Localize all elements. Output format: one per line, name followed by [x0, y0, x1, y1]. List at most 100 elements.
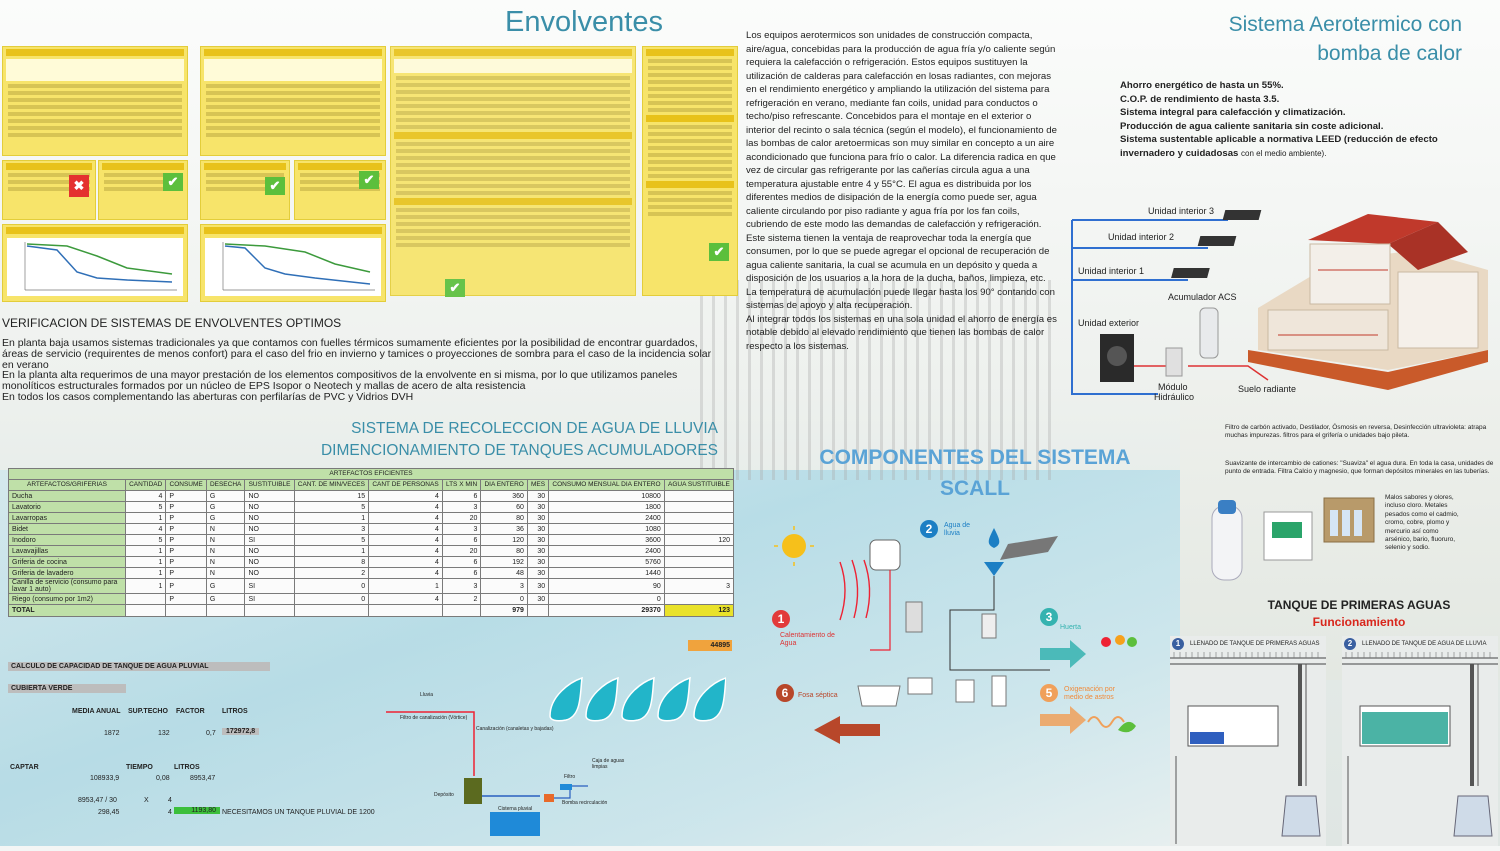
benefit-item: C.O.P. de rendimiento de hasta 3.5.	[1120, 93, 1280, 105]
table-cell: 0	[548, 593, 665, 605]
table-cell: 20	[441, 512, 482, 524]
label-unidad-interior-3: Unidad interior 3	[1148, 206, 1215, 216]
envolventes-paragraph: En todos los casos complementando las ab…	[2, 390, 414, 403]
table-cell: 30	[526, 578, 550, 594]
label-modulo: Módulo	[1158, 382, 1188, 392]
table-row-label: Canilla de servicio (consumo para lavar …	[8, 578, 126, 594]
first-flush-tank-diagram	[1170, 636, 1326, 846]
check-icon: ✔	[445, 279, 465, 297]
table-cell: SI	[244, 534, 295, 546]
table-cell: 36	[480, 523, 528, 535]
label-unidad-interior-2: Unidad interior 2	[1108, 232, 1175, 242]
table-row-label: Lavarropas	[8, 512, 126, 524]
table-cell: P	[165, 490, 207, 502]
table-cell: N	[205, 534, 246, 546]
table-cell: 1	[124, 512, 167, 524]
label-hidraulico: Hidráulico	[1154, 392, 1195, 402]
table-cell: 1	[293, 545, 370, 557]
scall-title-line1: COMPONENTES DEL SISTEMA	[819, 446, 1131, 469]
envolventes-heading: VERIFICACION DE SISTEMAS DE ENVOLVENTES …	[2, 316, 342, 330]
temperature-curve-chart-2	[222, 242, 375, 291]
envelope-sheet-3: ✔	[390, 46, 636, 297]
calc-value-factor: 0,7	[206, 730, 216, 737]
envelope-sheet-1-chart	[2, 224, 188, 302]
table-row-label: Riego (consumo por 1m2)	[8, 593, 126, 605]
scall-step-number: 6	[776, 684, 794, 702]
heat-pump-house-diagram	[1071, 210, 1488, 395]
aerotermico-paragraph: Este sistema tienen la ventaja de reapro…	[746, 232, 1055, 312]
scall-step-number: 3	[1040, 608, 1058, 626]
table-cell: 8	[293, 556, 370, 568]
table-cell	[441, 604, 482, 617]
table-cell	[663, 523, 735, 535]
table-cell: NO	[244, 556, 295, 568]
benefit-item: Producción de agua caliente sanitaria si…	[1120, 120, 1384, 132]
rain-harvest-diagram	[386, 711, 588, 836]
aerotermico-paragraph: Al integrar todos los sistemas en una so…	[746, 313, 1057, 352]
table-cell	[663, 545, 735, 557]
table-cell: NO	[244, 523, 295, 535]
tank-size-result: 1193,80	[174, 807, 220, 814]
table-cell	[663, 501, 735, 513]
table-column-header: CANTIDAD	[124, 479, 167, 491]
table-cell: 80	[480, 512, 528, 524]
table-cell: 30	[526, 567, 550, 579]
table-cell: 30	[526, 534, 550, 546]
table-cell: 4	[124, 490, 167, 502]
softener-description: Suavizante de intercambio de cationes: "…	[1225, 460, 1494, 476]
table-cell	[293, 604, 370, 617]
check-icon: ✔	[265, 177, 285, 195]
table-super-row: ARTEFACTOS EFICIENTES	[8, 468, 734, 480]
table-cell: 3	[480, 578, 528, 594]
table-cell: 1	[124, 578, 167, 594]
table-cell: 60	[480, 501, 528, 513]
table-cell: 6	[441, 490, 482, 502]
litros-value: 8953,47	[190, 775, 216, 782]
table-cell: 20	[441, 545, 482, 557]
table-cell: N	[205, 556, 246, 568]
schema-label: Depósito	[434, 792, 454, 798]
table-cell: 120	[663, 534, 735, 546]
rain-harvest-schema: Lluvia Filtro de canalización (Vórtice) …	[380, 686, 640, 842]
filter-description: Filtro de carbón activado, Destilador, Ó…	[1225, 424, 1487, 440]
table-cell: G	[205, 501, 246, 513]
table-column-header: CANT DE PERSONAS	[368, 479, 443, 491]
table-cell: 4	[368, 490, 443, 502]
envolventes-paragraph: En planta baja usamos sistemas tradicion…	[2, 337, 712, 371]
table-cell: 90	[548, 578, 665, 594]
aerotermico-benefits: Ahorro energético de hasta un 55%. C.O.P…	[1120, 79, 1480, 161]
lluvia-title-line2: DIMENCIONAMIENTO DE TANQUES ACUMULADORES	[320, 442, 718, 459]
table-cell: P	[165, 534, 207, 546]
table-cell: N	[205, 567, 246, 579]
table-cell: P	[165, 567, 207, 579]
division-expression: 8953,47 / 30	[78, 797, 117, 804]
envolventes-text: En planta baja usamos sistemas tradicion…	[2, 338, 722, 403]
check-icon: ✔	[359, 171, 379, 189]
table-column-header: ARTEFACTOS/GRIFERIAS	[8, 479, 126, 491]
label-unidad-interior-1: Unidad interior 1	[1078, 266, 1145, 276]
table-column-header: DESECHA	[205, 479, 246, 491]
envelope-sheet-2	[200, 46, 386, 156]
table-cell: 3	[663, 578, 735, 594]
scall-step-number: 1	[772, 610, 790, 628]
lluvia-title: SISTEMA DE RECOLECCION DE AGUA DE LLUVIA…	[300, 418, 718, 462]
table-cell: 3	[441, 501, 482, 513]
schema-label: Filtro de canalización (Vórtice)	[400, 715, 468, 721]
calc-header-sup: SUP.TECHO	[128, 708, 168, 715]
table-cell: 1	[124, 556, 167, 568]
table-cell: 5	[124, 501, 167, 513]
table-cell: 0	[480, 593, 528, 605]
scall-step-label: Fosa séptica	[798, 692, 838, 699]
table-cell: P	[165, 556, 207, 568]
table-cell: P	[165, 578, 207, 594]
table-column-header: SUSTITUIBLE	[244, 479, 295, 491]
envelope-sheet-1-pass: ✔	[98, 160, 188, 220]
table-row-label: Griferia de lavadero	[8, 567, 126, 579]
table-cell: 4	[368, 567, 443, 579]
table-column-header: CONSUMO MENSUAL DIA ENTERO	[548, 479, 665, 491]
table-cell: 360	[480, 490, 528, 502]
